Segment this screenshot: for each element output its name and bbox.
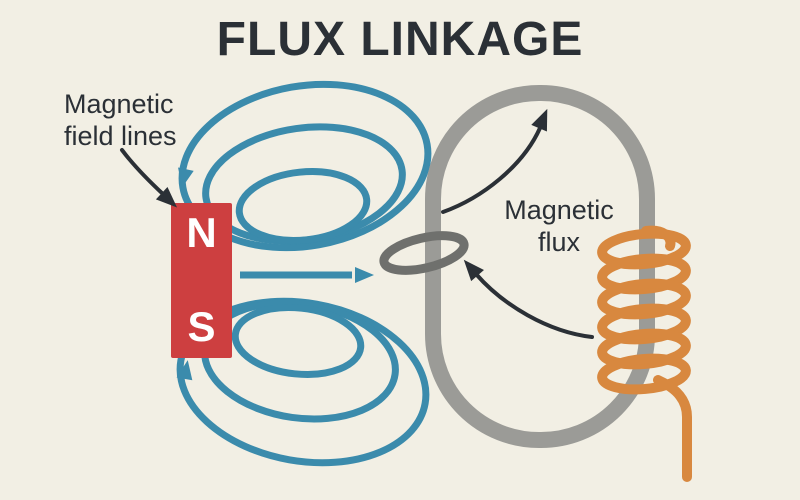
- flux-up-arrow: [441, 126, 542, 214]
- flux-ring: [379, 231, 469, 275]
- field-line-top-arrowhead-icon: [178, 167, 194, 188]
- field-line-top-outer: [178, 80, 432, 252]
- flux-ring-arrow: [474, 272, 594, 339]
- flux-ring-arrowhead-icon: [463, 259, 484, 282]
- magnetic-flux-label-line1: Magnetic: [504, 195, 614, 225]
- coil-turn: [597, 253, 691, 295]
- coil-tail: [653, 375, 692, 482]
- magnetic-flux-label: Magnetic flux: [487, 194, 631, 259]
- magnetic-flux-label-line2: flux: [537, 227, 581, 258]
- coil-turn: [597, 328, 691, 370]
- magnetic-field-lines-label-line1: Magnetic: [64, 89, 174, 119]
- field-lines-label-arrowhead-icon: [155, 186, 178, 208]
- field-axis-arrowhead-icon: [355, 267, 374, 283]
- field-line-top-inner: [235, 168, 371, 244]
- field-line-bottom-inner: [231, 304, 365, 378]
- annotation-arrows-group: [120, 108, 594, 339]
- coil-group: [597, 225, 692, 482]
- coil-turn: [597, 228, 691, 270]
- coil-turn: [597, 278, 691, 320]
- magnet-north-pole-label: N: [186, 209, 217, 256]
- bar-magnet: [171, 203, 232, 358]
- field-line-bottom-arrowhead-icon: [176, 360, 193, 381]
- magnetic-field-lines-label-line2: field lines: [64, 121, 177, 152]
- field-lines-label-arrow: [120, 148, 166, 197]
- coil-turn: [597, 353, 691, 395]
- page-title: FLUX LINKAGE: [216, 13, 584, 66]
- coil-turn: [597, 303, 691, 345]
- flux-up-arrowhead-icon: [531, 108, 548, 132]
- magnetic-field-lines-label: Magnetic field lines: [64, 88, 177, 153]
- magnet-south-pole-label: S: [187, 303, 216, 350]
